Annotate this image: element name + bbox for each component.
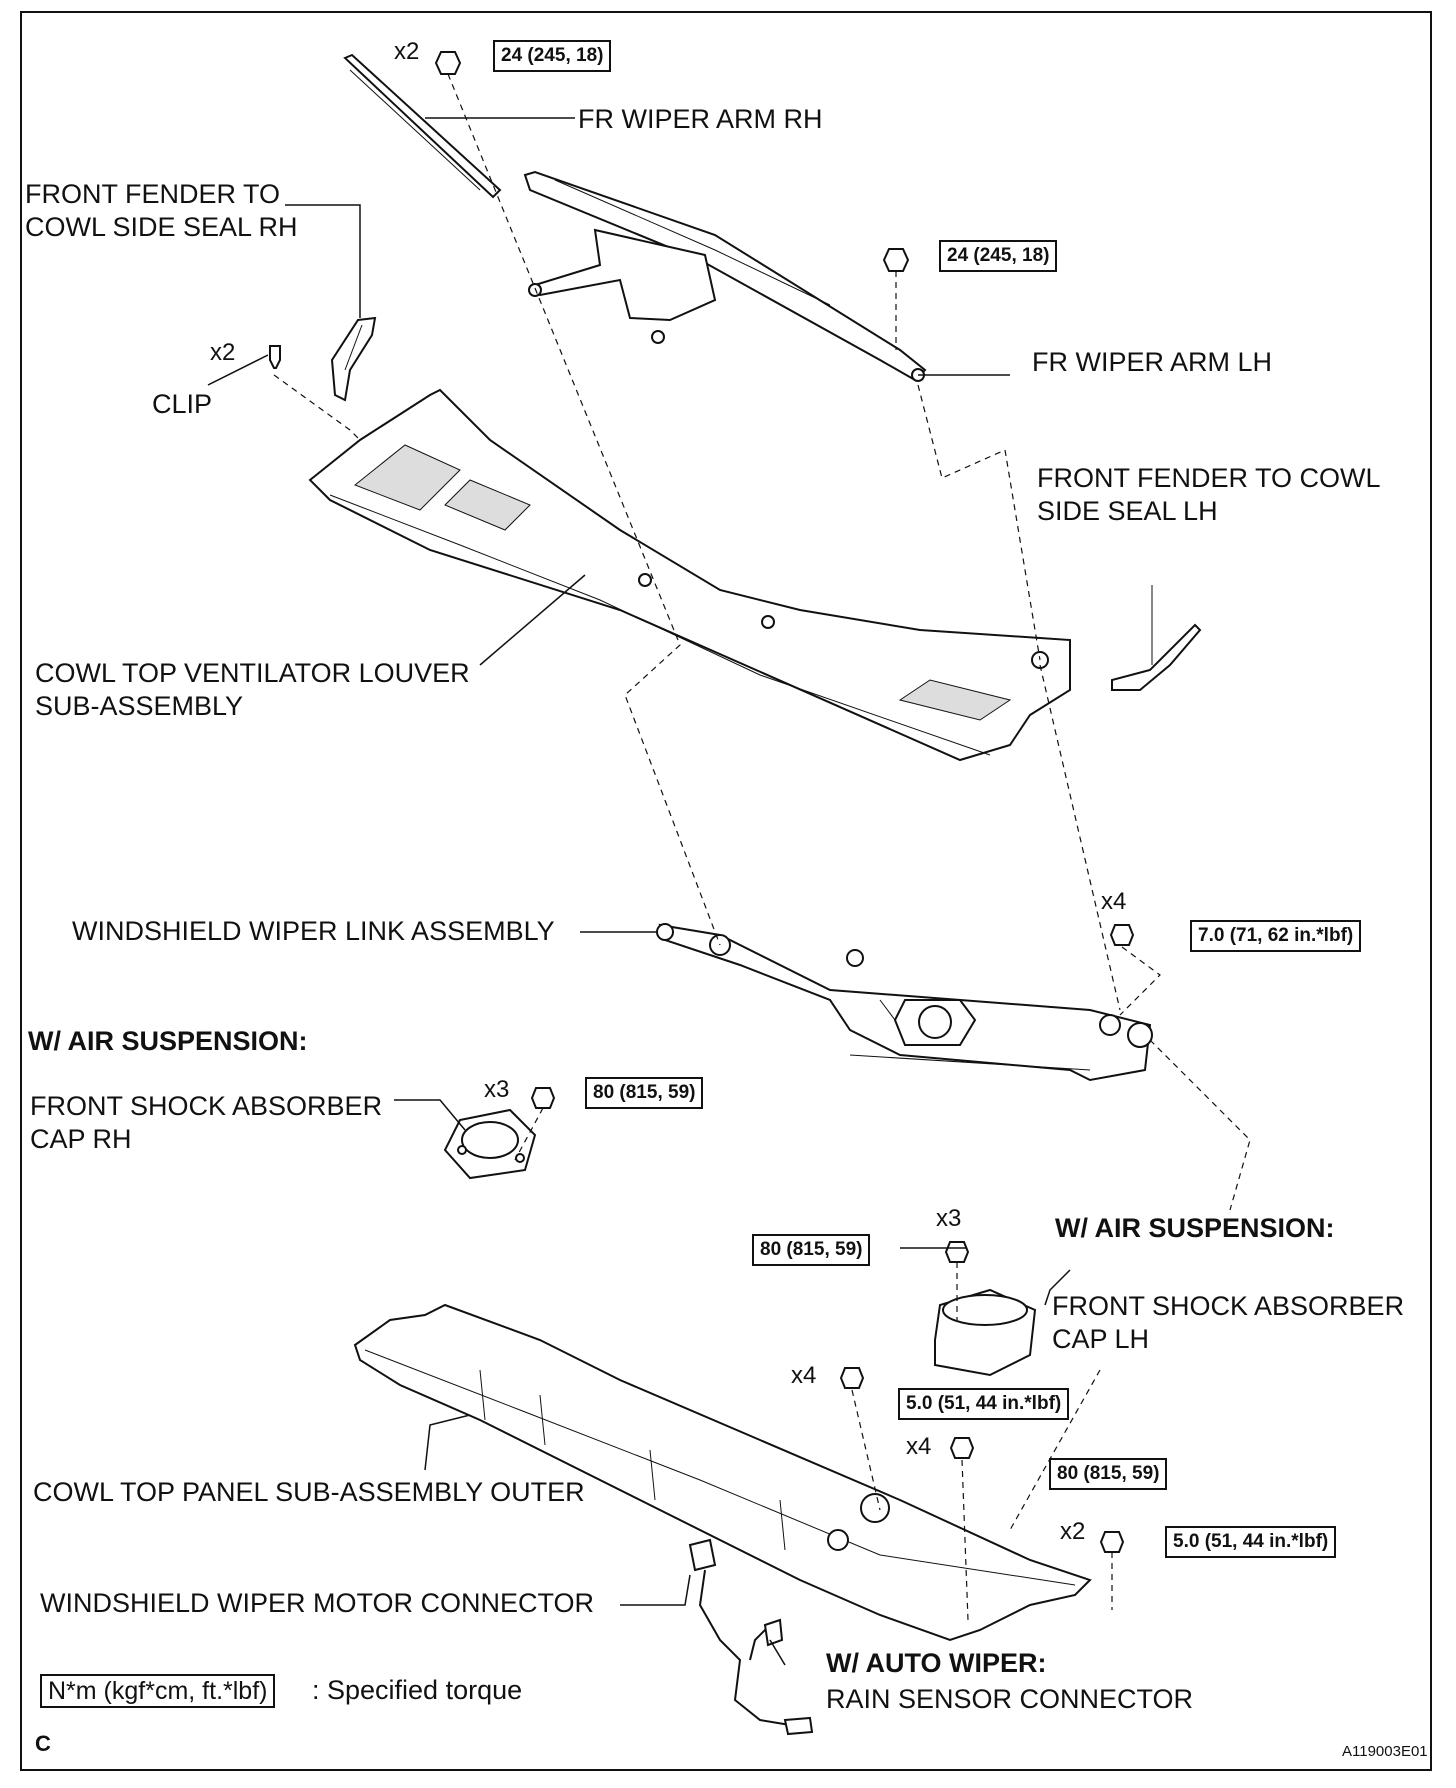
shock-cap-rh-drawing [443, 1108, 537, 1180]
qty-panel-bolt-b: x2 [1060, 1518, 1086, 1545]
label-motor-connector: WINDSHIELD WIPER MOTOR CONNECTOR [40, 1588, 595, 1618]
figure-id: A119003E01 [1342, 1743, 1428, 1760]
torque-box-shock-lh: 80 (815, 59) [752, 1234, 871, 1266]
fender-seal-lh-drawing [1111, 585, 1202, 691]
label-fr-wiper-arm-rh: FR WIPER ARM RH [578, 104, 823, 134]
torque-value-link: 7.0 (71, 62 in.*lbf) [1198, 925, 1354, 946]
cowl-louver-drawing [308, 388, 1071, 762]
qty-arm-rh-nut: x2 [394, 38, 420, 65]
torque-value-panel-bolt-a: 5.0 (51, 44 in.*lbf) [906, 1393, 1062, 1414]
label-louver: COWL TOP VENTILATOR LOUVER SUB-ASSEMBLY [35, 658, 470, 721]
torque-value-arm-lh: 24 (245, 18) [947, 245, 1050, 266]
label-cowl-panel: COWL TOP PANEL SUB-ASSEMBLY OUTER [33, 1477, 585, 1507]
torque-value-shock-lh: 80 (815, 59) [760, 1239, 863, 1260]
qty-link-bolt: x4 [1101, 888, 1127, 915]
label-clip: CLIP [152, 389, 213, 419]
legend-text: : Specified torque [312, 1675, 523, 1705]
label-fender-seal-rh: FRONT FENDER TO COWL SIDE SEAL RH [25, 179, 298, 242]
clip-drawing [269, 345, 281, 369]
label-fr-wiper-arm-lh: FR WIPER ARM LH [1032, 347, 1273, 377]
qty-panel-bolt-a: x4 [791, 1362, 817, 1389]
qty-shock-rh-nut: x3 [484, 1076, 510, 1103]
cowl-panel-drawing [353, 1303, 1092, 1642]
connectors-drawing [688, 1538, 814, 1736]
label-rain-sensor: RAIN SENSOR CONNECTOR [826, 1684, 1194, 1714]
fasteners-drawing [434, 51, 1135, 1553]
torque-box-arm-lh: 24 (245, 18) [939, 240, 1058, 272]
corner-letter: C [35, 1731, 51, 1756]
qty-shock-lh-nut: x3 [936, 1205, 962, 1232]
label-wiper-link: WINDSHIELD WIPER LINK ASSEMBLY [72, 916, 555, 946]
dashed-guides [273, 73, 1251, 1621]
label-shock-cap-lh: FRONT SHOCK ABSORBER CAP LH [1052, 1291, 1405, 1354]
leader-lines [207, 117, 1071, 1666]
qty-clip: x2 [210, 339, 236, 366]
label-auto-wiper: W/ AUTO WIPER: [826, 1648, 1047, 1678]
qty-panel-nut: x4 [906, 1433, 932, 1460]
torque-box-shock-rh: 80 (815, 59) [585, 1077, 704, 1109]
label-shock-cap-rh: FRONT SHOCK ABSORBER CAP RH [30, 1091, 383, 1154]
legend-torque-box: N*m (kgf*cm, ft.*lbf) [40, 1674, 276, 1708]
torque-box-panel-bolt-b: 5.0 (51, 44 in.*lbf) [1165, 1526, 1337, 1558]
torque-value-panel-bolt-b: 5.0 (51, 44 in.*lbf) [1173, 1531, 1329, 1552]
wiper-link-drawing [656, 923, 1153, 1082]
torque-box-arm-rh: 24 (245, 18) [493, 40, 612, 72]
shock-cap-lh-drawing [934, 1288, 1037, 1377]
label-air-suspension-lh: W/ AIR SUSPENSION: [1055, 1213, 1335, 1243]
label-air-suspension-rh: W/ AIR SUSPENSION: [28, 1026, 308, 1056]
label-fender-seal-lh: FRONT FENDER TO COWL SIDE SEAL LH [1037, 463, 1381, 526]
fender-seal-rh-drawing [330, 316, 377, 402]
torque-value-shock-rh: 80 (815, 59) [593, 1082, 696, 1103]
diagram-frame [20, 11, 1432, 1771]
torque-value-arm-rh: 24 (245, 18) [501, 45, 604, 66]
torque-box-panel-bolt-a: 5.0 (51, 44 in.*lbf) [898, 1388, 1070, 1420]
torque-box-panel-nut: 80 (815, 59) [1049, 1458, 1168, 1490]
torque-box-link: 7.0 (71, 62 in.*lbf) [1190, 920, 1362, 952]
torque-value-panel-nut: 80 (815, 59) [1057, 1463, 1160, 1484]
